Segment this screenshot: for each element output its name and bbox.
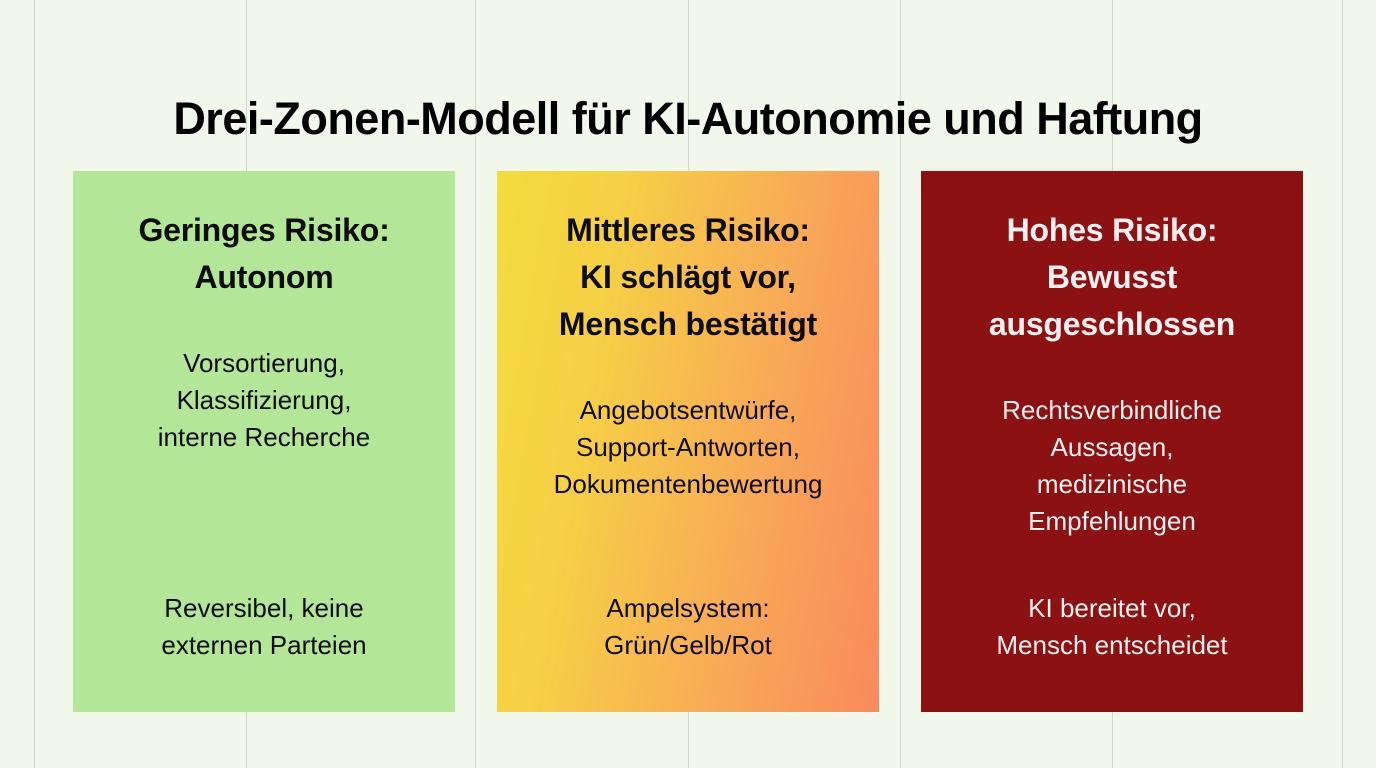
zone-card-low-risk: Geringes Risiko: Autonom Vorsortierung, … (73, 171, 455, 712)
zone-body-medium-risk: Angebotsentwürfe, Support-Antworten, Dok… (553, 395, 823, 499)
zone-card-high-risk: Hohes Risiko: Bewusst ausgeschlossen Rec… (921, 171, 1303, 712)
zone-body-high-risk: Rechtsverbindliche Aussagen, medizinisch… (1002, 395, 1222, 536)
zone-card-medium-risk: Mittleres Risiko: KI schlägt vor, Mensch… (497, 171, 879, 712)
page-title: Drei-Zonen-Modell für KI-Autonomie und H… (173, 93, 1203, 145)
zone-columns: Geringes Risiko: Autonom Vorsortierung, … (73, 171, 1303, 712)
zone-body-low-risk: Vorsortierung, Klassifizierung, interne … (157, 348, 371, 452)
zone-heading-medium-risk: Mittleres Risiko: KI schlägt vor, Mensch… (558, 212, 818, 342)
zone-footer-low-risk: Reversibel, keine externen Parteien (161, 593, 367, 660)
zone-footer-high-risk: KI bereitet vor, Mensch entscheidet (996, 593, 1228, 660)
zone-heading-low-risk: Geringes Risiko: Autonom (138, 212, 390, 295)
zone-footer-medium-risk: Ampelsystem: Grün/Gelb/Rot (604, 593, 772, 660)
zone-heading-high-risk: Hohes Risiko: Bewusst ausgeschlossen (988, 212, 1236, 342)
